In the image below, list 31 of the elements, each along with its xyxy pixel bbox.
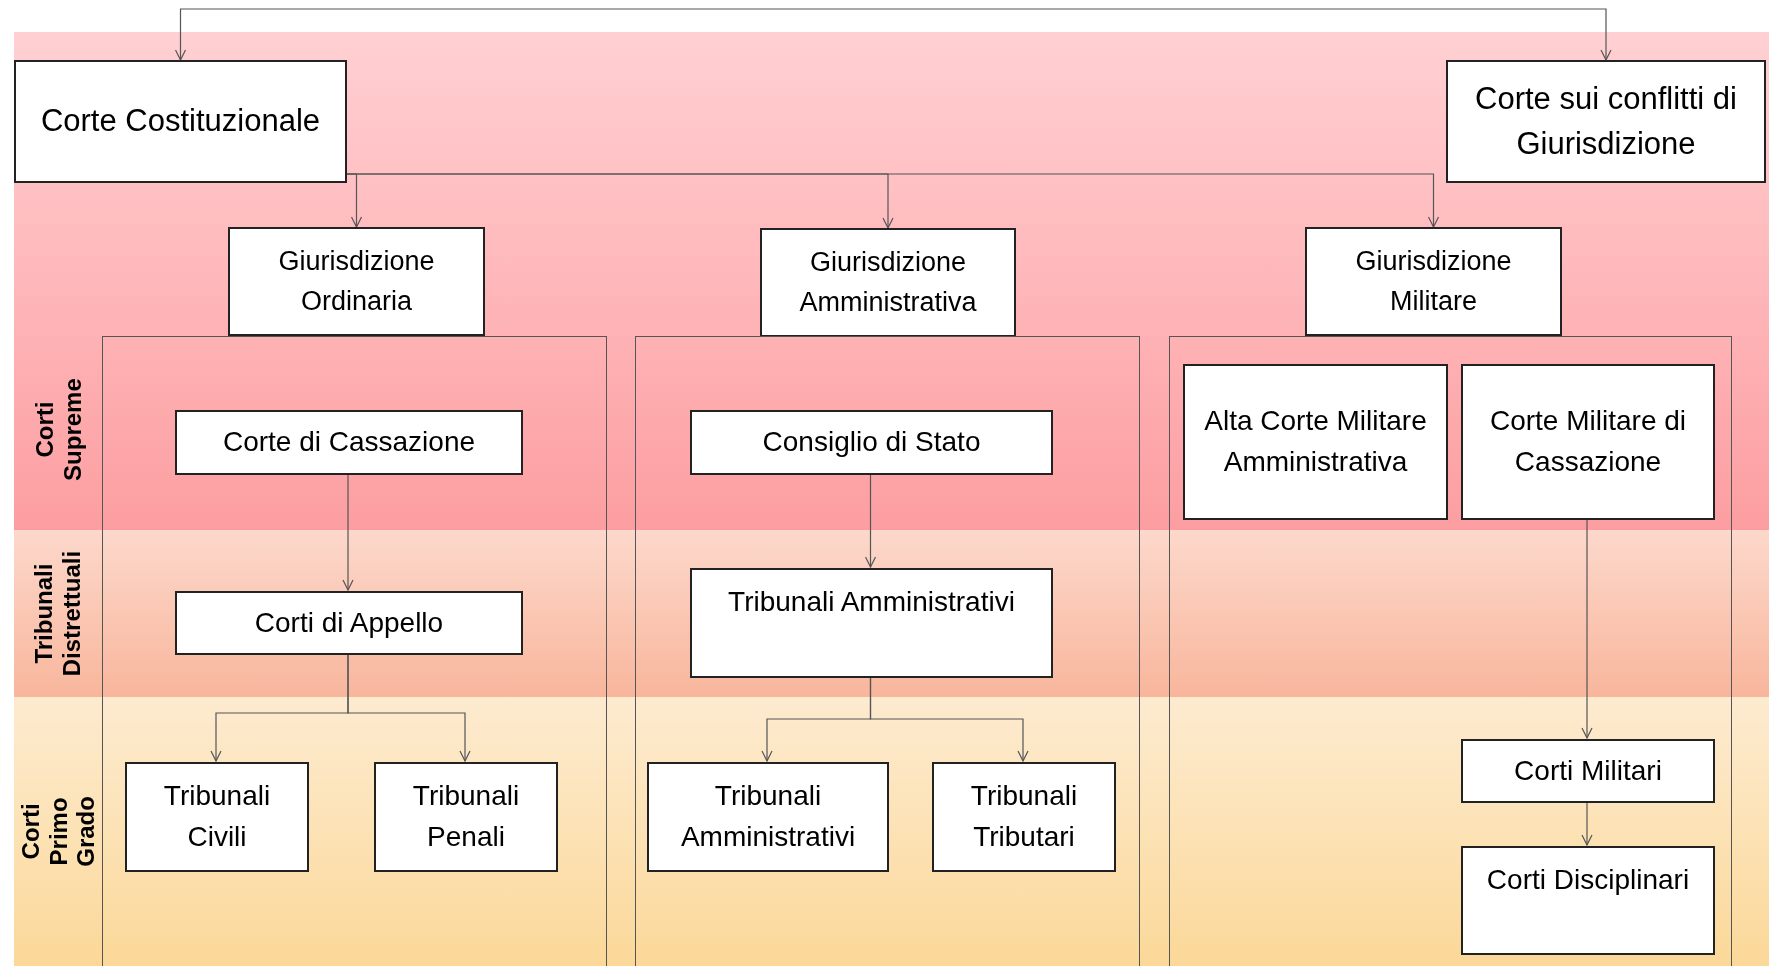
jurisdiction-column [1169,336,1732,966]
arrow [1581,518,1593,739]
row-label: Corti Supreme [30,378,86,482]
arrow [346,173,1440,228]
row-label: Corti Primo Grado [16,795,100,869]
court-box: Giurisdizione Amministrativa [760,228,1016,337]
arrow [869,676,1029,762]
court-box: Consiglio di Stato [690,410,1053,475]
court-box: Tribunali Civili [125,762,309,872]
court-box: Tribunali Amministrativi [647,762,889,872]
court-box: Alta Corte Militare Amministrativa [1183,364,1448,520]
court-box: Giurisdizione Ordinaria [228,227,485,336]
court-box: Corti Militari [1461,739,1715,803]
court-box: Corte Militare di Cassazione [1461,364,1715,520]
court-box: Tribunali Tributari [932,762,1116,872]
arrow [174,8,1612,61]
court-box: Corte Costituzionale [14,60,347,183]
row-label: Tribunali Distrettuali [30,550,86,677]
court-box: Corti Disciplinari [1461,846,1715,955]
court-box: Corte di Cassazione [175,410,523,475]
arrow [1581,801,1593,846]
jurisdiction-column [635,336,1140,966]
court-box: Tribunali Amministrativi [690,568,1053,678]
arrow [864,473,877,568]
court-box: Corte sui conflitti di Giurisdizione [1446,60,1766,183]
court-box: Giurisdizione Militare [1305,227,1562,336]
arrow [342,473,354,591]
jurisdiction-column [102,336,607,966]
court-box: Corti di Appello [175,591,523,655]
court-box: Tribunali Penali [374,762,558,872]
arrow [347,653,471,762]
